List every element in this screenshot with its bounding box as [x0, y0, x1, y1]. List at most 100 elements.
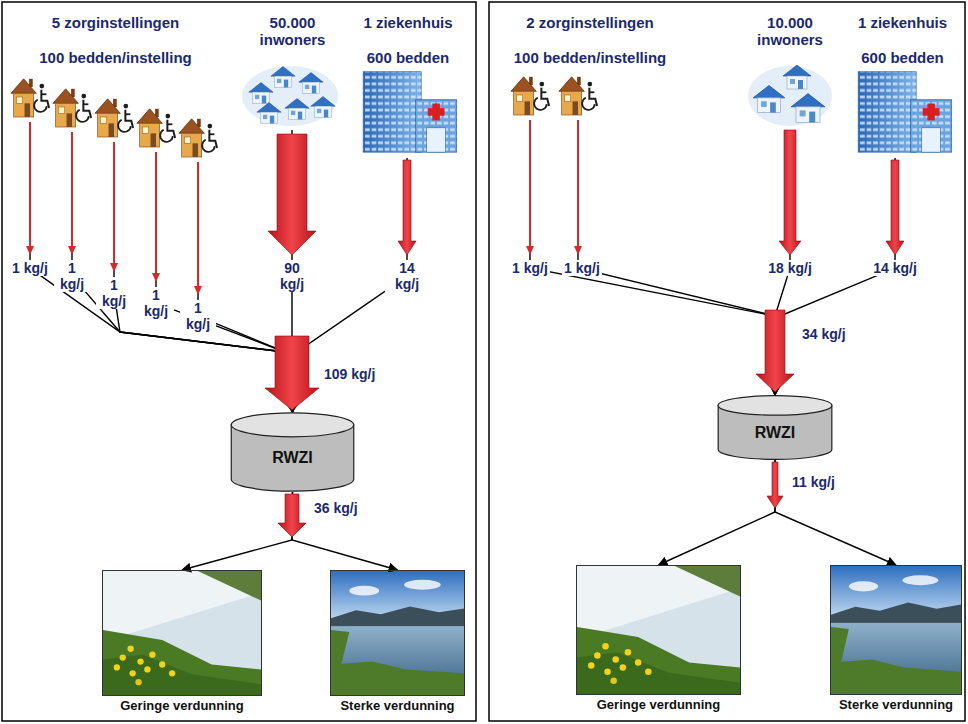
source-heading: 100 bedden/instelling	[39, 49, 192, 66]
flow-connector	[530, 120, 775, 395]
source-group: 2 zorginstellingen 100 bedden/instelling	[500, 8, 680, 120]
houses-icon	[242, 65, 832, 126]
source-heading: 600 bedden	[861, 49, 944, 66]
source-group: 50.000 inwoners	[240, 8, 345, 130]
text-holder: RWZI	[230, 412, 355, 492]
hospital-icon	[363, 72, 456, 152]
source-heading: 50.000 inwoners	[248, 14, 338, 49]
flow-label: 1 kg/j	[10, 260, 50, 276]
photo-frame: Sterke verdunning	[830, 565, 962, 695]
photo-frame: Geringe verdunning	[576, 565, 741, 695]
flow-arrows	[26, 120, 582, 295]
flow-total-label: 109 kg/j	[322, 366, 377, 382]
care-home-icon	[559, 77, 597, 115]
treatment-plant-cylinder: RWZI	[230, 412, 355, 492]
house-icon	[271, 67, 295, 88]
houses-ground	[748, 66, 832, 126]
source-heading: 100 bedden/instelling	[514, 49, 667, 66]
text-holder: RWZI	[717, 395, 833, 460]
text-holder: Geringe verdunning	[557, 698, 760, 713]
house-icon	[285, 99, 309, 120]
flow-arrow	[278, 494, 306, 537]
flow-arrow	[767, 462, 783, 508]
flow-arrow	[265, 336, 319, 410]
text-holder: 50.000 inwoners	[240, 8, 345, 49]
flow-arrow	[398, 160, 416, 255]
text-holder: 10.000 inwoners	[735, 8, 845, 49]
flow-connector	[30, 165, 293, 412]
cylinder-top	[231, 413, 354, 437]
flow-label: 1 kg/j	[138, 287, 174, 319]
flow-label: 1 kg/j	[562, 260, 602, 276]
flow-label: 1 kg/j	[54, 260, 90, 292]
flow-connector	[292, 492, 398, 570]
source-heading: 2 zorginstellingen	[526, 14, 654, 31]
flow-total-label: 36 kg/j	[312, 500, 360, 516]
photo-caption: Sterke verdunning	[340, 699, 454, 714]
flow-arrow	[268, 134, 316, 255]
flow-arrow	[779, 130, 801, 255]
flow-total-label: 11 kg/j	[790, 474, 837, 490]
flow-label: 14 kg/j	[871, 260, 919, 276]
care-home-icon	[53, 89, 91, 127]
text-holder: 1 ziekenhuis 600 bedden	[845, 8, 960, 67]
hospital-icon	[858, 72, 951, 152]
photo-caption: Geringe verdunning	[597, 698, 721, 713]
source-group: 10.000 inwoners	[735, 8, 845, 130]
flow-arrow	[886, 160, 904, 255]
river-photo	[577, 566, 740, 694]
text-holder: 5 zorginstellingen 100 bedden/instelling	[8, 8, 223, 67]
care-home-icon	[95, 99, 133, 137]
flow-connector	[72, 165, 293, 412]
plant-label: RWZI	[755, 424, 796, 442]
source-heading: 1 ziekenhuis	[363, 14, 452, 31]
text-holder: Sterke verdunning	[311, 699, 484, 714]
flow-label: 1 kg/j	[510, 260, 550, 276]
cylinder-top	[718, 396, 832, 416]
plant-label: RWZI	[272, 449, 313, 467]
source-heading: 600 bedden	[367, 49, 450, 66]
care-home-icon	[511, 77, 549, 115]
houses-ground	[242, 66, 338, 126]
source-heading: 1 ziekenhuis	[858, 14, 947, 31]
house-icon	[299, 73, 323, 94]
flow-arrows	[265, 130, 904, 537]
panel-frame	[2, 2, 476, 721]
source-group: 1 ziekenhuis 600 bedden	[352, 8, 464, 158]
text-holder: 2 zorginstellingen 100 bedden/instelling	[500, 8, 680, 67]
photo-caption: Geringe verdunning	[120, 699, 244, 714]
flow-label: 90 kg/j	[270, 260, 314, 292]
river-photo	[103, 571, 261, 695]
house-icon	[753, 85, 785, 112]
river-photo	[331, 571, 464, 695]
photo-frame: Sterke verdunning	[330, 570, 465, 696]
flow-arrow	[110, 142, 118, 272]
flow-arrow	[152, 152, 160, 282]
flow-connector	[182, 492, 293, 570]
source-heading: 5 zorginstellingen	[52, 14, 180, 31]
house-icon	[791, 94, 825, 123]
river-photo	[831, 566, 961, 694]
flow-arrow	[26, 122, 34, 255]
house-icon	[257, 103, 281, 124]
flow-arrow	[526, 120, 534, 255]
flow-total-label: 34 kg/j	[800, 326, 848, 342]
flow-arrow	[68, 132, 76, 255]
house-icon	[311, 97, 335, 118]
source-group: 5 zorginstellingen 100 bedden/instelling	[8, 8, 223, 165]
flow-connector	[775, 460, 896, 565]
source-heading: 10.000 inwoners	[745, 14, 835, 49]
care-home-icon	[179, 119, 217, 157]
photo-caption: Sterke verdunning	[839, 698, 953, 713]
panel-frame	[489, 2, 965, 721]
source-group: 1 ziekenhuis 600 bedden	[845, 8, 960, 158]
flow-label: 18 kg/j	[766, 260, 814, 276]
flow-label: 1 kg/j	[96, 277, 132, 309]
text-holder: 1 ziekenhuis 600 bedden	[352, 8, 464, 67]
treatment-plant-cylinder: RWZI	[717, 395, 833, 460]
care-home-icon	[137, 109, 175, 147]
flow-connector	[578, 120, 775, 395]
photo-frame: Geringe verdunning	[102, 570, 262, 696]
